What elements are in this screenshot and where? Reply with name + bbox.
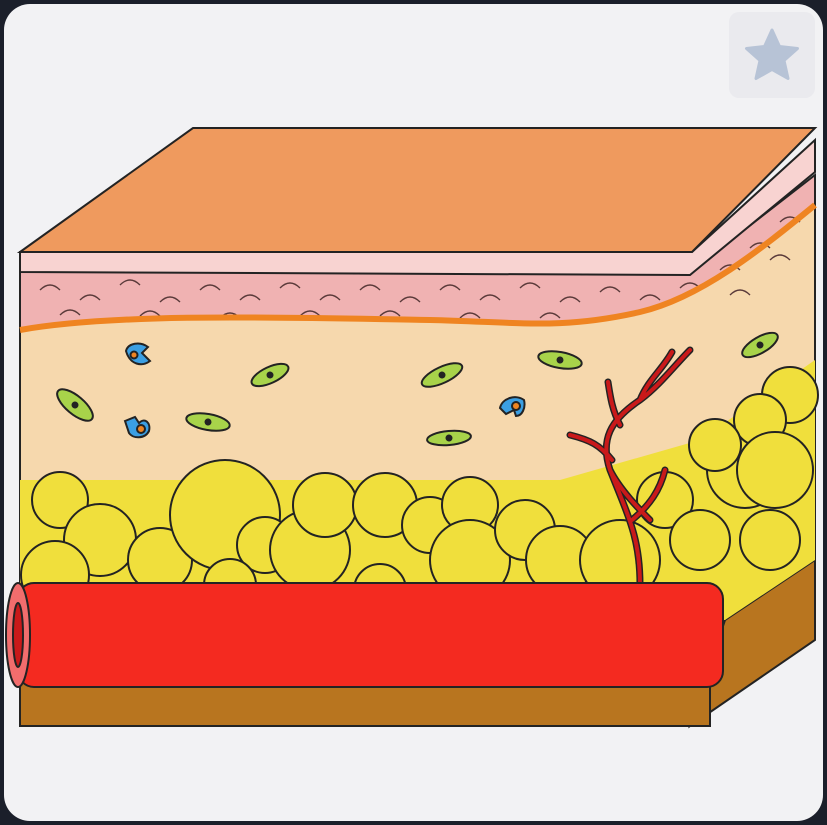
fibroblast [250,362,290,388]
fibroblast [426,429,472,447]
macrophage [123,415,151,439]
fat-cell [739,509,801,571]
fibroblast [741,331,779,359]
macrophage [498,396,526,418]
artery-body [17,582,724,688]
fat-cell [669,509,731,571]
fibroblast [185,412,231,432]
star-icon [745,28,799,80]
fibroblast [56,388,94,422]
epidermis-cells [39,216,801,319]
illustration-card [4,4,823,821]
macrophage [124,342,152,366]
fat-cell [688,418,742,472]
artery-lumen [12,602,24,668]
macrophages [123,342,526,439]
block-bottom-layer [19,681,711,727]
capillary [568,348,692,587]
artery [5,582,724,688]
capillary-network [566,346,694,589]
favorite-button[interactable] [729,12,815,98]
fat-cell [292,472,358,538]
skin-diagram [5,127,819,729]
fat-cell [736,431,814,509]
cell-arc [39,216,801,319]
fibroblast [537,350,583,370]
basement-membrane [19,202,817,333]
epidermis-surface [16,127,818,253]
fibroblast [420,362,464,388]
fibroblasts [56,331,779,447]
